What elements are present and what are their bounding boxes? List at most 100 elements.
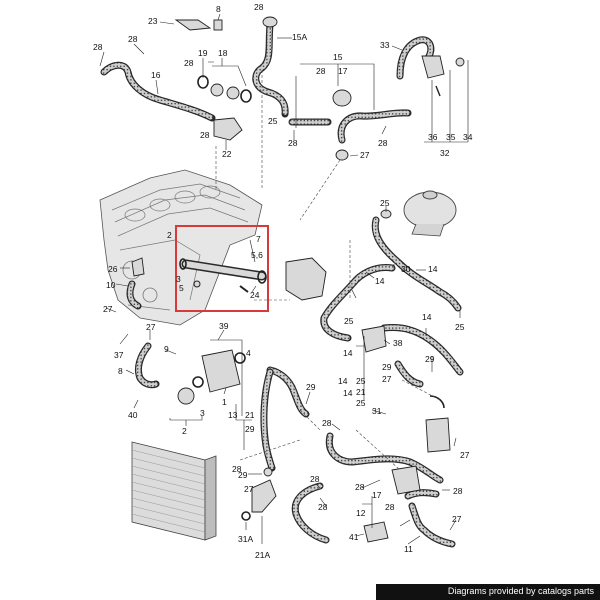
hose-28-lower-right: [404, 489, 440, 500]
callout-28-o: 28: [232, 464, 242, 474]
small-parts: [131, 16, 465, 543]
flange-2: [177, 387, 195, 405]
callout-5-6: 5,6: [251, 250, 263, 260]
callout-28-m: 28: [385, 502, 395, 512]
hose-14-right: [371, 216, 462, 312]
callout-9: 9: [164, 344, 169, 354]
callout-21a: 21A: [255, 550, 270, 560]
callout-2-box: 2: [167, 230, 172, 240]
callout-26: 26: [108, 264, 118, 274]
callout-28-h: 28: [200, 130, 210, 140]
callout-35: 35: [446, 132, 456, 142]
flange-22: [213, 117, 243, 141]
callout-8-left: 8: [118, 366, 123, 376]
bracket-23: [174, 19, 212, 31]
pump-17-low: [391, 465, 421, 495]
callout-12: 12: [356, 508, 366, 518]
callout-7: 7: [256, 234, 261, 244]
callout-38: 38: [393, 338, 403, 348]
callout-23: 23: [148, 16, 158, 26]
flange-27-right: [425, 417, 451, 453]
hose-8-left: [134, 342, 160, 389]
attribution-text: Diagrams provided by catalogs parts: [447, 586, 594, 596]
cap-28-top: [262, 16, 278, 28]
callout-28-f: 28: [288, 138, 298, 148]
oil-cooler-1: [201, 349, 241, 393]
callout-33: 33: [380, 40, 390, 50]
callout-17-low: 17: [372, 490, 382, 500]
callout-28-cap: 28: [254, 2, 264, 12]
callout-27-top: 27: [360, 150, 370, 160]
hose-16: [100, 61, 216, 122]
callout-25-a: 25: [268, 116, 278, 126]
flange-26: [131, 257, 145, 277]
callout-14-c: 14: [422, 312, 432, 322]
callout-28-n: 28: [453, 486, 463, 496]
seal-18a: [210, 83, 224, 97]
callout-3-box: 3: [176, 274, 181, 284]
hose-14-lower: [380, 324, 464, 376]
seal-18b: [226, 86, 240, 100]
callout-27-e: 27: [460, 450, 470, 460]
callout-22: 22: [222, 149, 232, 159]
callout-13: 13: [228, 410, 238, 420]
callout-15: 15: [333, 52, 343, 62]
callout-31: 31: [372, 406, 382, 416]
callout-14-d: 14: [343, 348, 353, 358]
hose-15: [288, 109, 412, 144]
callout-31a: 31A: [238, 534, 253, 544]
callout-15a: 15A: [292, 32, 307, 42]
attribution-bar: Diagrams provided by catalogs parts: [376, 584, 600, 600]
thermostat-17: [332, 89, 352, 107]
callout-32: 32: [440, 148, 450, 158]
callout-16: 16: [151, 70, 161, 80]
callout-labels: 23 8 28 15A 28 28 19 18 16 28 15 28 17 2…: [93, 2, 473, 560]
callout-29-a: 29: [425, 354, 435, 364]
callout-28-e: 28: [316, 66, 326, 76]
hose-15a: [252, 21, 289, 118]
callout-41: 41: [349, 532, 359, 542]
leader-lines: [99, 13, 469, 545]
hose-13: [260, 366, 310, 472]
callout-27-b: 27: [103, 304, 113, 314]
callout-25-d: 25: [455, 322, 465, 332]
callout-3-low: 3: [200, 408, 205, 418]
sensor-8: [213, 19, 223, 31]
callout-29-b: 29: [382, 362, 392, 372]
callout-14-f: 14: [343, 388, 353, 398]
fitting-36: [421, 55, 445, 79]
hose-10: [126, 280, 142, 310]
hose-lower-left: [291, 482, 330, 544]
callout-24: 24: [250, 290, 260, 300]
radiator: [131, 441, 217, 541]
callout-14-a: 14: [428, 264, 438, 274]
callout-36: 36: [428, 132, 438, 142]
callout-14-b: 14: [375, 276, 385, 286]
callout-28-l: 28: [318, 502, 328, 512]
callout-40: 40: [128, 410, 138, 420]
ring-4: [234, 352, 246, 364]
callout-27-f: 27: [452, 514, 462, 524]
callout-28-j: 28: [310, 474, 320, 484]
callout-28-b: 28: [128, 34, 138, 44]
callout-25-f: 25: [356, 398, 366, 408]
bracket-41: [363, 521, 389, 543]
engine-block: [99, 169, 263, 326]
callout-18: 18: [218, 48, 228, 58]
callout-14-e: 14: [338, 376, 348, 386]
clamp-28-n: [263, 467, 273, 477]
clip-31: [429, 395, 445, 409]
callout-21-a: 21: [356, 387, 366, 397]
callout-27-d: 27: [382, 374, 392, 384]
clip-35: [435, 85, 441, 97]
hoses: [100, 21, 464, 548]
callout-10: 10: [106, 280, 116, 290]
plug-34: [455, 57, 465, 67]
callout-21-b: 21: [245, 410, 255, 420]
callout-25-c: 25: [344, 316, 354, 326]
hose-lower-center: [325, 432, 444, 484]
callout-11: 11: [404, 544, 413, 554]
callout-28-i: 28: [322, 418, 332, 428]
housing-water-pump: [285, 257, 327, 301]
callout-1: 1: [222, 397, 227, 407]
